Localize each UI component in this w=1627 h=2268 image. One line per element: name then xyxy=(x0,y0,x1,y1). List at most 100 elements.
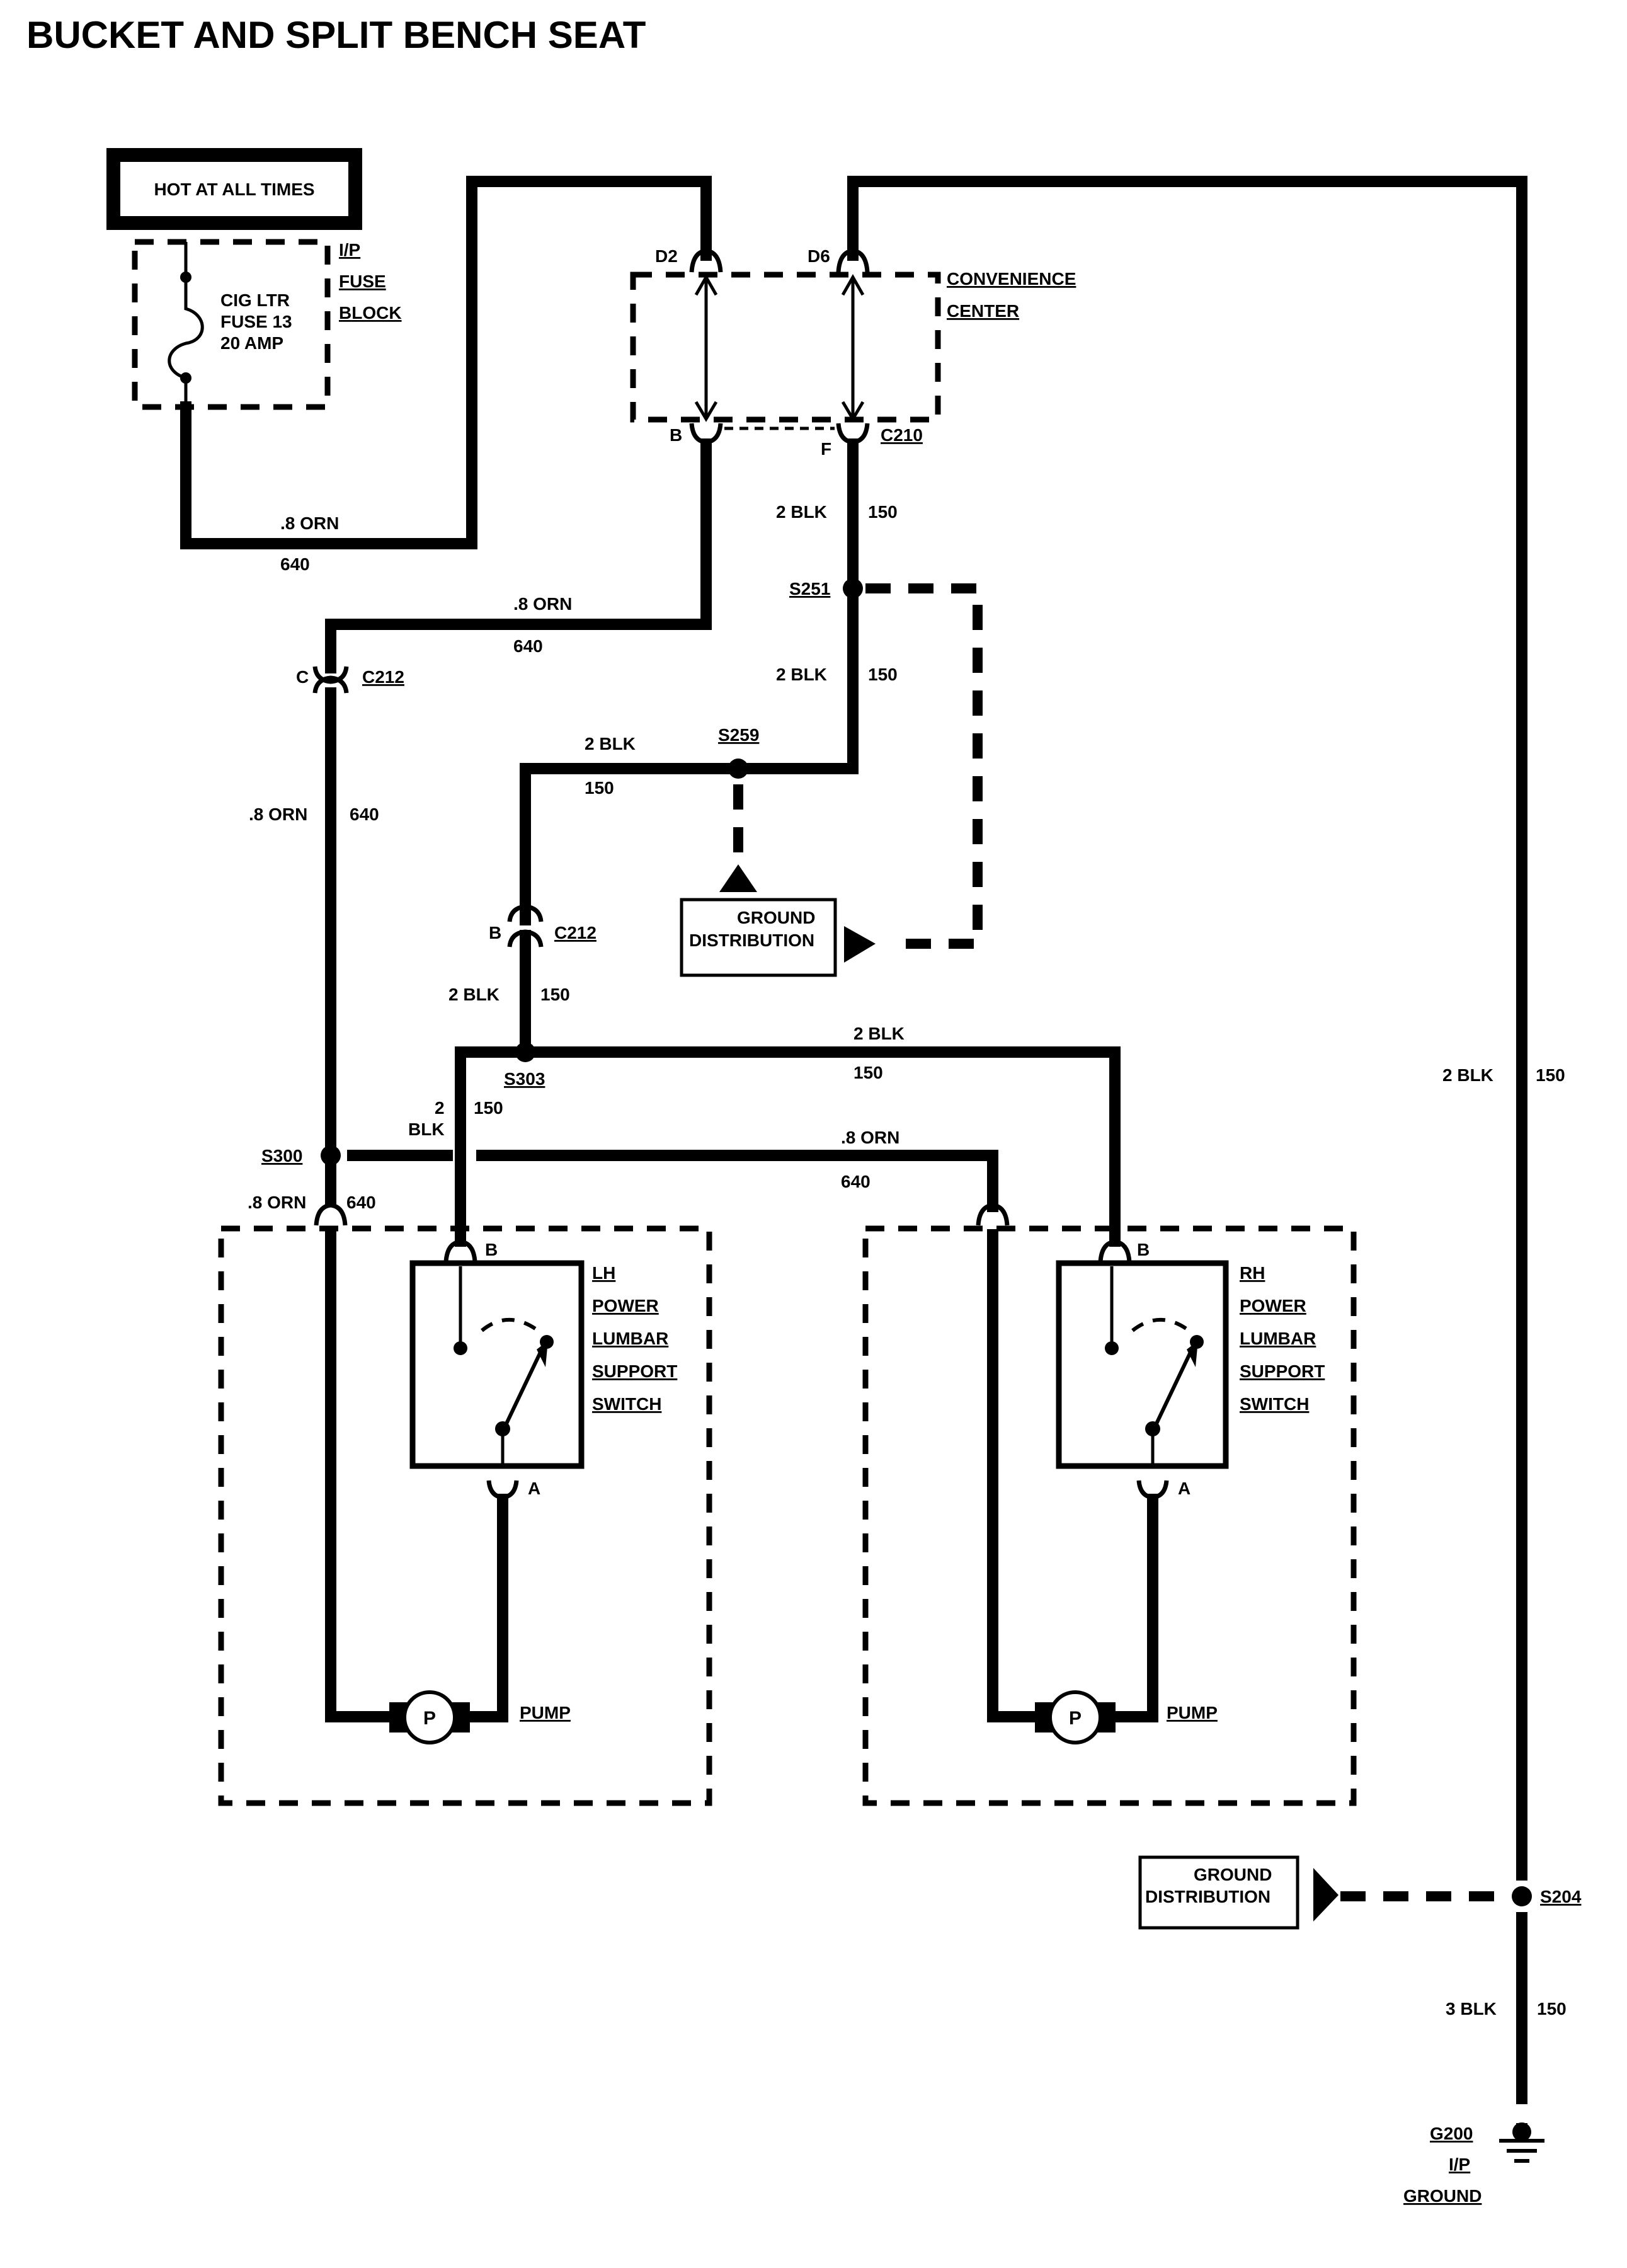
ground-dist-arrow-icon xyxy=(844,926,876,963)
ground-dist-arrow-icon xyxy=(1313,1868,1339,1922)
wire-circuit: 640 xyxy=(350,805,379,824)
wire-150-s303-to-rh xyxy=(533,1046,1121,1247)
wire-640-s300-to-rh xyxy=(476,1150,998,1212)
lh-pump-icon: P xyxy=(389,1690,470,1744)
convenience-center-name-2: CENTER xyxy=(947,301,1019,321)
rh-seat-outline xyxy=(862,1225,1357,1806)
wire-label: .8 ORN xyxy=(513,594,572,614)
wire-circuit: 640 xyxy=(841,1172,871,1191)
svg-text:P: P xyxy=(423,1708,436,1729)
ground-icon xyxy=(1499,2122,1544,2163)
c212-b-name: C212 xyxy=(554,923,597,942)
fuse-block-name-2: FUSE xyxy=(339,272,386,291)
fuse-block-outline xyxy=(132,239,331,410)
lh-switch-icon xyxy=(409,1260,585,1469)
c212-c-name: C212 xyxy=(362,667,404,687)
splice-s300-icon xyxy=(321,1145,341,1166)
wire-label: 2 BLK xyxy=(776,502,827,522)
rh-pin-b-connector-icon xyxy=(1098,1239,1132,1263)
pin-b: B xyxy=(670,425,682,445)
rh-pin-b: B xyxy=(1137,1240,1150,1259)
rh-switch-name-3: LUMBAR xyxy=(1240,1329,1316,1348)
wire-640-b-to-c212 xyxy=(325,438,712,673)
ground-line-1: I/P xyxy=(1449,2155,1470,2174)
power-source-box: HOT AT ALL TIMES xyxy=(106,148,362,230)
pin-f: F xyxy=(821,439,831,459)
c212-pin-c: C xyxy=(296,667,309,687)
wire-circuit: 150 xyxy=(853,1063,883,1082)
lh-switch-name-5: SWITCH xyxy=(592,1394,661,1414)
splice-s251-icon xyxy=(843,578,863,598)
lh-seat-outline xyxy=(218,1225,712,1806)
wire-640-fuse-to-d2 xyxy=(180,176,712,549)
wire-color: BLK xyxy=(408,1120,445,1139)
rh-switch-name-1: RH xyxy=(1240,1263,1265,1283)
wire-label: 2 BLK xyxy=(1442,1065,1493,1085)
connector-c212-c-icon xyxy=(312,666,349,694)
splice-s204: S204 xyxy=(1540,1887,1582,1906)
wire-gauge: 2 xyxy=(435,1098,445,1118)
wire-label: .8 ORN xyxy=(249,805,307,824)
wire-label: 2 BLK xyxy=(776,665,827,684)
fuse-block-name-1: I/P xyxy=(339,240,360,260)
pin-d6: D6 xyxy=(808,246,830,266)
lh-pump-label: PUMP xyxy=(520,1703,571,1722)
splice-s303-icon xyxy=(515,1042,535,1062)
ground-distribution-label-1: GROUND xyxy=(1194,1865,1272,1884)
splice-s204-icon xyxy=(1512,1886,1532,1906)
rh-connector-icon xyxy=(976,1203,1010,1226)
rh-switch-name-2: POWER xyxy=(1240,1296,1306,1315)
splice-s300: S300 xyxy=(261,1146,302,1166)
wire-label: 3 BLK xyxy=(1446,1999,1497,2019)
wire-640-rh-pump xyxy=(987,1229,1045,1722)
ground-line-2: GROUND xyxy=(1403,2186,1481,2206)
svg-text:P: P xyxy=(1069,1708,1082,1729)
ground-distribution-label-2: DISTRIBUTION xyxy=(1145,1887,1270,1906)
rh-switch-name-5: SWITCH xyxy=(1240,1394,1309,1414)
wire-150-s259-to-c212 xyxy=(520,763,733,925)
wire-640-lh-pump xyxy=(325,1229,390,1722)
lh-switch-name-2: POWER xyxy=(592,1296,659,1315)
wire-circuit: 150 xyxy=(474,1098,503,1118)
fuse-icon xyxy=(168,242,204,407)
ground-distribution-box-2: GROUND DISTRIBUTION xyxy=(1138,1855,1299,1930)
wire-rh-switch-pump xyxy=(1103,1494,1158,1722)
wire-150-main-ground xyxy=(847,176,1527,2129)
splice-s259: S259 xyxy=(718,725,759,745)
lh-pin-b-connector-icon xyxy=(443,1239,477,1263)
wire-circuit: 150 xyxy=(1536,1065,1565,1085)
lh-switch-name-3: LUMBAR xyxy=(592,1329,668,1348)
ground-g200: G200 xyxy=(1430,2124,1473,2143)
convenience-center-name-1: CONVENIENCE xyxy=(947,269,1076,289)
wire-label: .8 ORN xyxy=(248,1193,306,1212)
wire-label: 2 BLK xyxy=(585,734,636,753)
lh-pin-b: B xyxy=(485,1240,498,1259)
ground-dist-arrow-icon xyxy=(719,864,757,892)
ground-dashed-link-s251 xyxy=(865,583,983,949)
rh-pin-a: A xyxy=(1178,1479,1190,1498)
wire-label: .8 ORN xyxy=(280,513,339,533)
lh-connector-icon xyxy=(314,1203,348,1226)
convenience-center-internals xyxy=(689,248,870,445)
rh-switch-name-4: SUPPORT xyxy=(1240,1361,1325,1381)
lh-switch-name-4: SUPPORT xyxy=(592,1361,677,1381)
lh-switch-name-1: LH xyxy=(592,1263,615,1283)
ground-distribution-label-1: GROUND xyxy=(737,908,815,927)
ground-distribution-label-2: DISTRIBUTION xyxy=(689,931,814,950)
rh-switch-icon xyxy=(1056,1260,1229,1469)
fuse-label-1: CIG LTR xyxy=(220,290,290,310)
wire-circuit: 640 xyxy=(346,1193,376,1212)
fuse-block-name-3: BLOCK xyxy=(339,303,402,323)
convenience-center-outline xyxy=(630,272,941,423)
connector-c210: C210 xyxy=(881,425,923,445)
splice-s303: S303 xyxy=(504,1069,545,1089)
c212-pin-b: B xyxy=(489,923,501,942)
wire-circuit: 150 xyxy=(540,985,570,1004)
ground-distribution-box-1: GROUND DISTRIBUTION xyxy=(680,898,837,977)
wire-circuit: 640 xyxy=(280,554,310,574)
wire-label: .8 ORN xyxy=(841,1128,899,1147)
wire-150-s303-to-lh xyxy=(455,1046,519,1247)
wire-circuit: 150 xyxy=(1537,1999,1567,2019)
diagram-title: BUCKET AND SPLIT BENCH SEAT xyxy=(26,14,646,56)
